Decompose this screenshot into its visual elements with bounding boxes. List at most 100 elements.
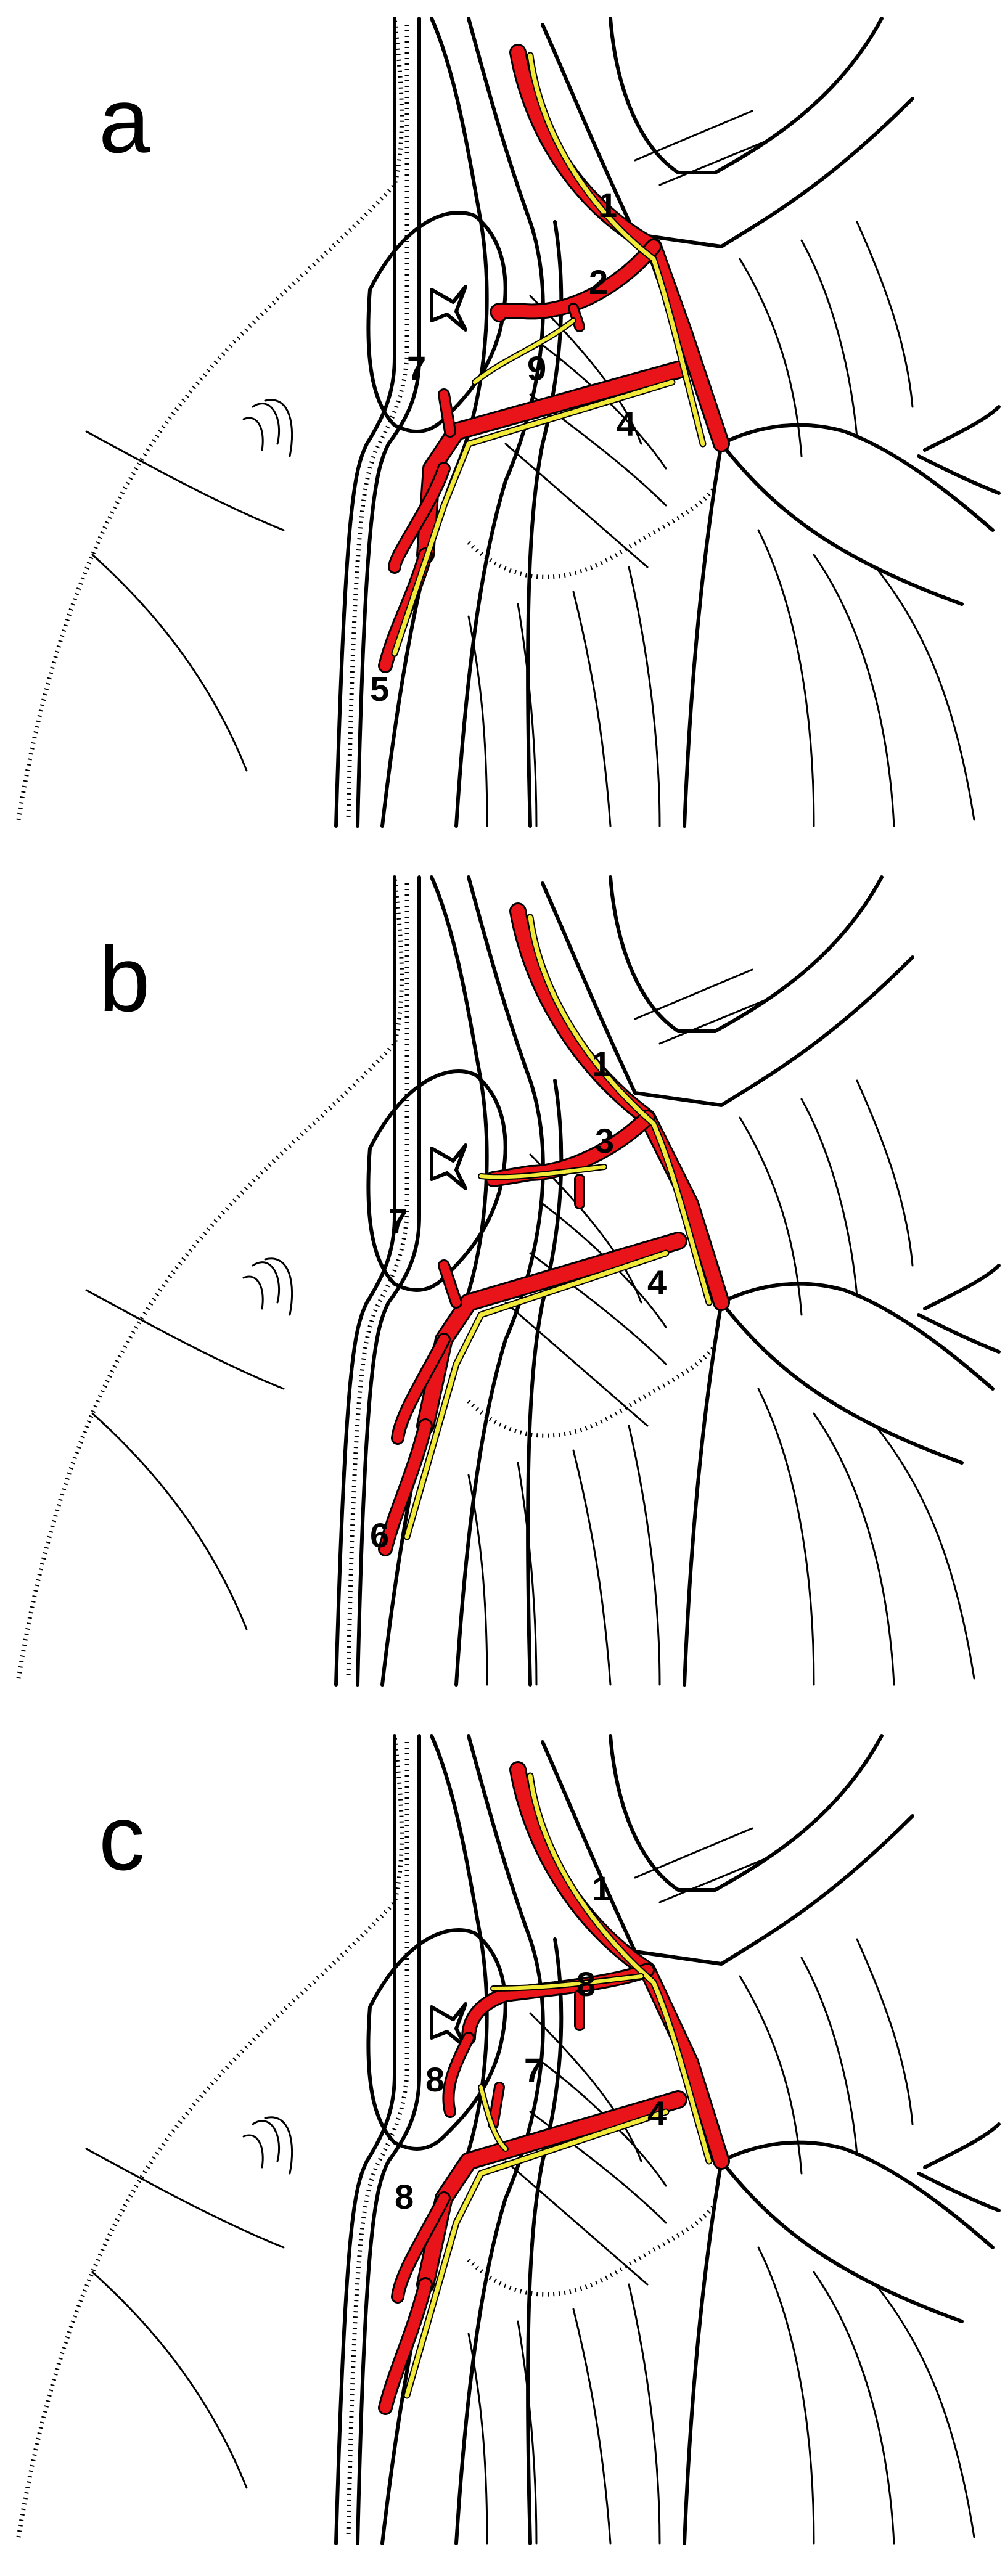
label-num-7: 7 <box>388 1201 408 1240</box>
artery <box>416 2090 687 2294</box>
muscle-fiber <box>800 239 858 439</box>
muscle-edge-hatch <box>467 1344 717 1438</box>
muscle-edge-hatch <box>467 485 717 579</box>
muscle-right <box>683 442 723 828</box>
muscle-right <box>720 1301 964 1465</box>
muscle-fiber <box>874 1425 975 1680</box>
label-num-1: 1 <box>592 1044 612 1083</box>
panel-letter: b <box>99 927 150 1031</box>
ear-sketch <box>252 1261 281 1304</box>
muscle-upper <box>609 17 884 174</box>
panel-letter: a <box>99 68 150 172</box>
muscle-fiber <box>856 221 914 408</box>
superficial-fascia <box>334 1734 396 2545</box>
nerve <box>528 53 705 446</box>
lower-fiber <box>572 2308 612 2545</box>
nerve <box>392 380 675 656</box>
label-num-8: 8 <box>576 1965 596 2003</box>
lower-fiber <box>628 566 661 827</box>
artery <box>418 1233 686 1433</box>
lower-fiber <box>517 603 538 827</box>
artery <box>440 390 454 436</box>
lower-fiber <box>572 591 612 827</box>
muscle-fiber <box>757 1388 815 1686</box>
nerve <box>473 319 575 384</box>
lower-fiber <box>517 1462 538 1686</box>
nerve <box>404 2109 668 2398</box>
lower-fiber <box>572 1449 612 1686</box>
ear-sketch <box>264 1257 293 1316</box>
ear-sketch <box>252 403 281 445</box>
label-num-3: 3 <box>595 1121 615 1160</box>
muscle-fiber <box>634 1827 753 1879</box>
gland-outline <box>366 1928 507 2151</box>
muscle-fiber <box>529 2012 642 2162</box>
label-num-7: 7 <box>407 349 427 388</box>
artery <box>491 240 660 321</box>
muscle-right <box>683 2159 723 2545</box>
skin-outline <box>16 1735 404 2538</box>
muscle-fiber <box>813 1412 895 1686</box>
muscle-fiber <box>800 1098 858 1298</box>
muscle-fiber <box>739 258 803 457</box>
panel-drawing <box>16 875 1001 1687</box>
gland-outline <box>366 1069 507 1292</box>
muscle-right <box>720 2159 964 2323</box>
label-num-4: 4 <box>617 404 636 443</box>
artery <box>444 2034 473 2116</box>
ear-sketch <box>242 417 264 451</box>
nerve <box>528 1773 712 2164</box>
cheek-contour <box>91 2271 248 2489</box>
label-num-7: 7 <box>524 2051 544 2090</box>
superficial-fascia <box>334 17 396 828</box>
muscle-fiber <box>739 1975 803 2175</box>
muscle-fiber <box>757 2246 815 2545</box>
artery <box>390 464 449 572</box>
muscle-right <box>720 423 995 532</box>
cheek-contour <box>91 554 248 772</box>
skin-outline <box>16 877 404 1679</box>
muscle-fiber <box>658 1858 766 1903</box>
superficial-fascia <box>356 875 421 1687</box>
muscle-right <box>917 1313 1001 1354</box>
muscle-fiber <box>757 529 815 827</box>
muscle-right <box>923 2122 1001 2169</box>
muscle-upper <box>541 881 914 1107</box>
panel-drawing <box>16 1734 1001 2545</box>
muscle-edge-hatch <box>467 2202 717 2297</box>
muscle-fiber <box>739 1116 803 1316</box>
label-num-2: 2 <box>589 263 609 301</box>
ear-sketch <box>264 2116 293 2175</box>
cheek-contour <box>91 1412 248 1630</box>
lower-fiber <box>467 2333 488 2545</box>
muscle-band <box>454 1734 545 2545</box>
superficial-fascia <box>356 1734 421 2545</box>
ear-sketch <box>252 2120 281 2162</box>
muscle-fiber <box>658 141 766 186</box>
muscle-fiber <box>504 2160 649 2286</box>
ear-sketch <box>242 1275 264 1310</box>
artery <box>380 2279 431 2413</box>
label-num-4: 4 <box>647 1263 667 1302</box>
muscle-upper <box>609 875 884 1033</box>
muscle-right <box>683 1301 723 1687</box>
muscle-fiber <box>874 2283 975 2538</box>
muscle-right <box>720 442 964 606</box>
muscle-fiber <box>813 554 895 827</box>
nerve <box>479 1165 606 1179</box>
lower-fiber <box>467 1474 488 1686</box>
gland-shadow-mark <box>430 1143 467 1190</box>
skin-outline <box>16 18 404 820</box>
muscle-right <box>923 405 1001 452</box>
muscle-fiber <box>504 443 649 568</box>
artery <box>416 1232 687 1435</box>
muscle-band <box>526 1937 564 2545</box>
label-num-6: 6 <box>370 1516 390 1555</box>
cheek-contour <box>85 2148 285 2249</box>
muscle-fiber <box>634 110 753 162</box>
label-num-1: 1 <box>592 1869 612 1908</box>
gland-shadow-mark <box>430 285 467 332</box>
artery <box>440 1261 461 1307</box>
label-num-8: 8 <box>425 2060 445 2099</box>
